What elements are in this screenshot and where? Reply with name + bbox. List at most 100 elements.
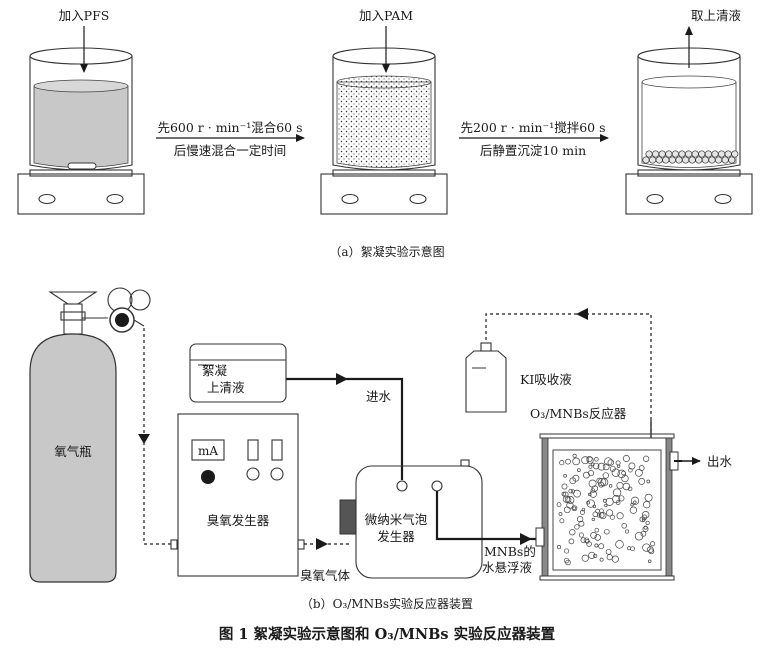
ki-solution-label: KI吸收液 [520,372,572,387]
bubble [562,491,569,498]
floc-particle [701,156,709,164]
bubble [643,525,648,530]
bubble [588,479,597,488]
beaker-3-stirrer [625,47,753,215]
bubble [574,524,580,530]
bubble [568,538,575,545]
floc-particle [642,156,650,164]
floc-particle [671,150,679,158]
bubble [606,554,613,561]
bubble [559,518,565,524]
bubble [570,489,575,494]
bubble [561,483,568,490]
feed-flow-arrowhead [336,373,348,385]
floc-particle [698,150,706,158]
oxygen-cylinder [29,287,151,583]
bubble [588,492,592,497]
ozone-gas-label: 臭氧气体 [300,568,351,583]
bubble [558,512,563,516]
sediment-flocs [642,150,739,164]
bubble [621,523,627,529]
reactor-label: O₃/MNBs反应器 [530,406,627,421]
oxygen-line [143,328,171,545]
bubble [645,520,650,525]
figure-caption: 图 1 絮凝实验示意图和 O₃/MNBs 实验反应器装置 [219,625,555,643]
bubble [622,455,630,462]
bubble [607,459,615,466]
bubble [647,559,652,564]
oxygen-cylinder-label: 氧气瓶 [54,444,92,459]
floc-particle [691,150,699,158]
floc-particle [715,156,723,164]
bubble [602,463,610,471]
bubble [594,527,600,533]
process-2-line1: 先200 r · min⁻¹搅拌60 s [460,120,605,135]
bubble [648,548,655,555]
bubble [576,516,584,523]
bubble [588,551,596,559]
caption-a: （a）絮凝实验示意图 [329,244,444,259]
bubble [650,541,656,547]
floc-particle [649,156,657,164]
off-gas-line [485,313,652,432]
floc-particle [678,150,686,158]
floc-particle [731,150,739,158]
water-out-label: 出水 [707,454,733,469]
bubble [586,541,592,547]
floc-particle [721,156,729,164]
floc-particle [665,150,673,158]
bubble [581,507,586,512]
bubble [569,529,576,536]
beaker-1-stirrer [17,47,145,215]
bubble [578,520,585,527]
bubble [590,532,597,539]
bubble [577,468,581,472]
mnb-generator-line2: 发生器 [377,529,415,544]
bubble [618,495,625,502]
mnb-generator [339,459,483,579]
bubble [630,496,640,505]
bubble [592,504,597,509]
bubble [615,460,621,466]
floc-particle [685,150,693,158]
ozone-generator [177,413,305,577]
bubble [594,457,599,462]
bubble [586,500,590,505]
bubble [556,545,562,550]
floc-particle [708,156,716,164]
bubble [642,511,650,519]
bubble [572,453,577,458]
bubble [597,462,606,471]
bubble [571,505,578,512]
bubble [591,517,595,522]
bubble [612,488,622,497]
bubble [563,557,570,564]
bubble [611,468,620,477]
suspension-line1: MNBs的 [484,544,536,559]
bubble [599,512,607,520]
oxygen-flow-arrowhead [138,434,150,444]
suspension-flow-arrowhead [520,533,532,545]
bubble [629,506,638,514]
bubble [586,456,594,464]
bubble [627,546,632,551]
bubble [573,489,581,498]
bubble [628,462,636,470]
bubble [642,526,649,532]
floc-particle [688,156,696,164]
bubble [595,508,600,514]
bubble [590,488,596,494]
ozone-flow-arrowhead [316,538,328,550]
bubble [641,514,648,521]
bubble [642,543,651,552]
floc-particle [724,150,732,158]
floc-particle [668,156,676,164]
bubble [561,491,567,497]
bubble [640,530,647,537]
floc-particle [645,150,653,158]
add-pam-label: 加入PAM [359,8,413,23]
bubble [638,465,645,471]
off-gas-flow-arrowhead [576,308,588,320]
take-supernatant-label: 取上清液 [691,8,742,23]
